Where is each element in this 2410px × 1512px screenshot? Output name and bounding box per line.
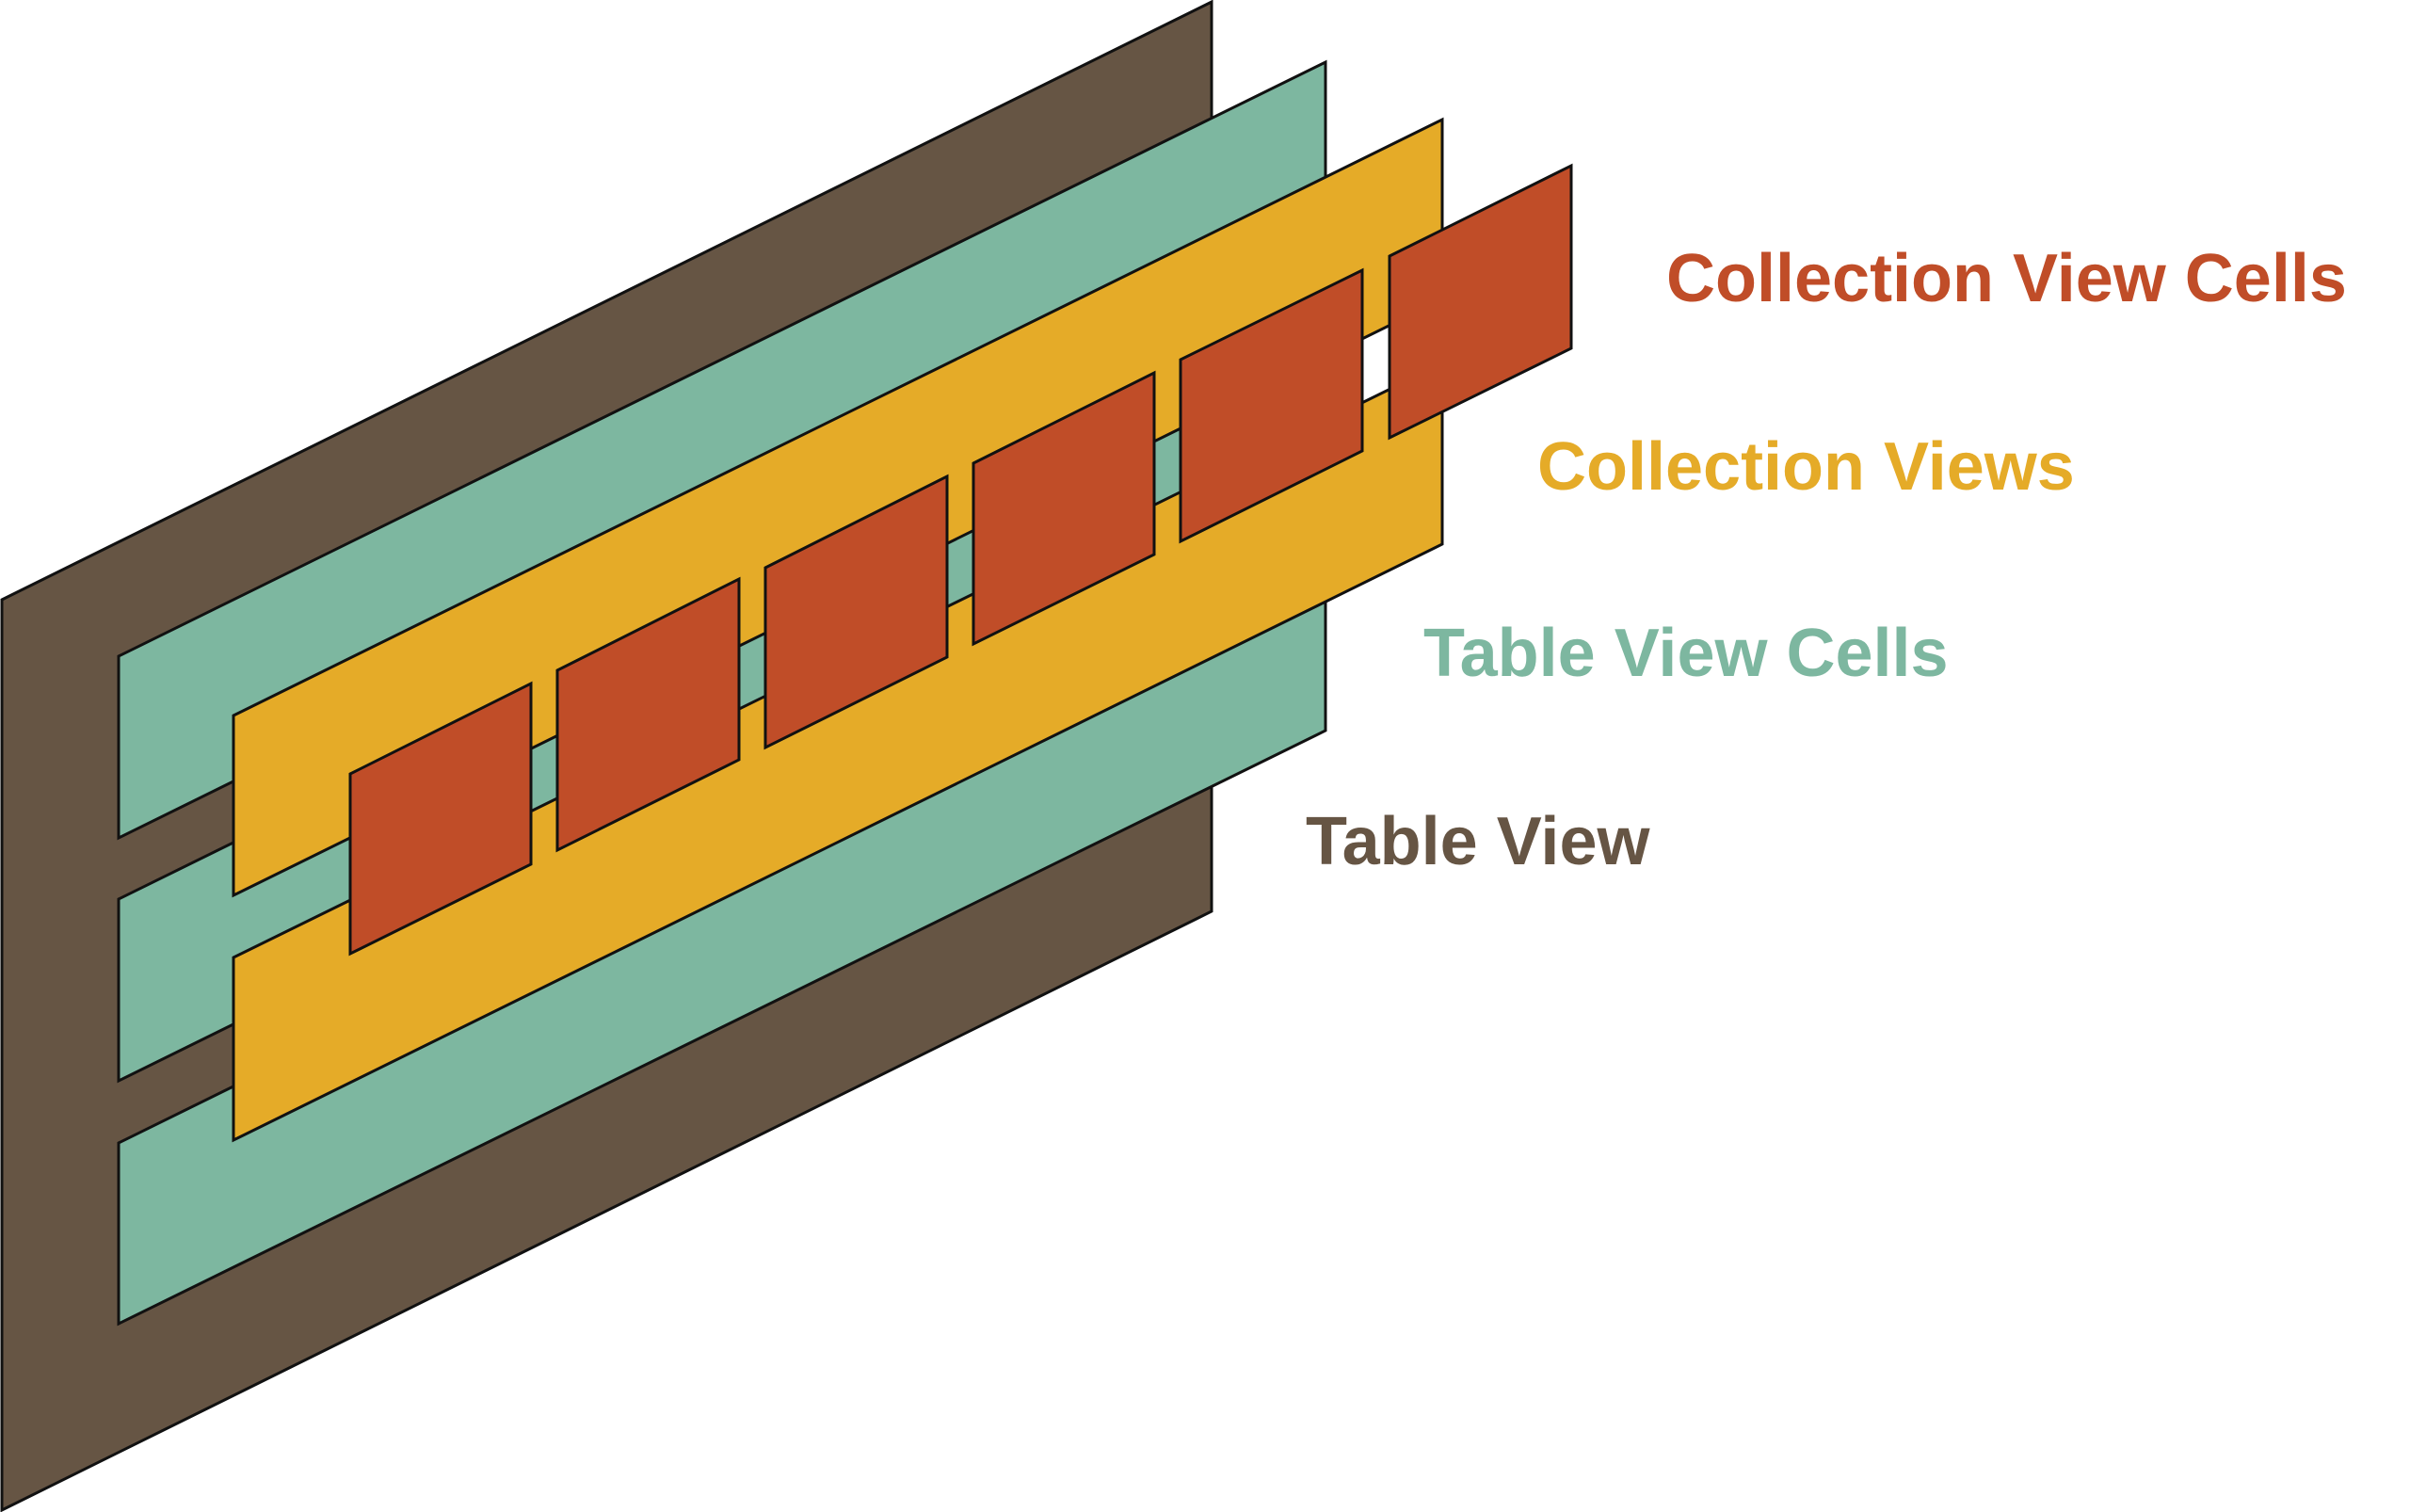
collection-view-cell [1388, 163, 1573, 441]
collection-view-cell [763, 474, 949, 750]
label-table-view: Table View [1306, 804, 1650, 879]
collection-view-cell [972, 370, 1156, 647]
label-collection-views: Collection Views [1537, 429, 2075, 505]
collection-view-cell [1179, 267, 1364, 544]
label-table-view-cells: Table View Cells [1423, 616, 1949, 691]
collection-view-cells-group [348, 163, 1573, 957]
collection-view-cell [348, 681, 533, 957]
collection-view-cell [555, 576, 741, 853]
label-collection-view-cells: Collection View Cells [1666, 241, 2347, 316]
